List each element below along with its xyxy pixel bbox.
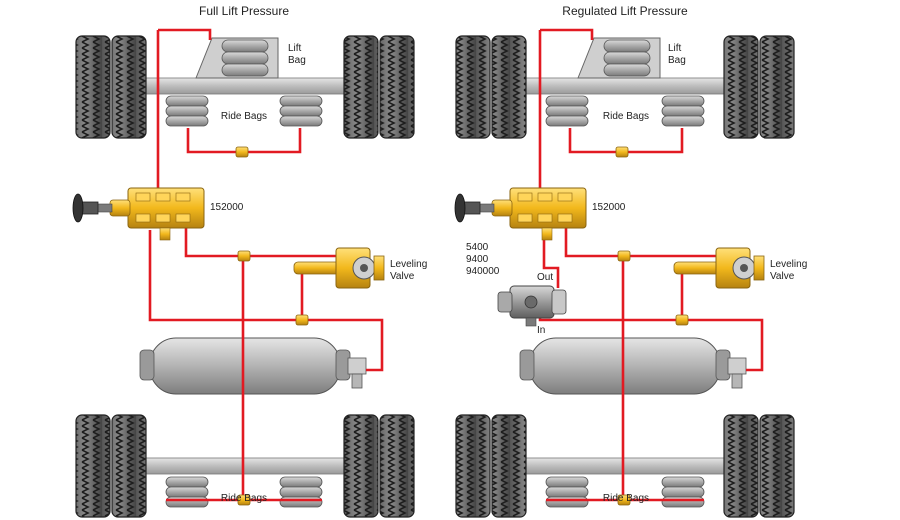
pressure-regulator-icon bbox=[497, 285, 567, 327]
air-tank-icon bbox=[519, 337, 731, 395]
leveling-valve-label: Valve bbox=[390, 271, 415, 282]
tee-fitting-icon bbox=[615, 146, 689, 506]
control-valve-icon bbox=[95, 187, 205, 241]
leveling-valve-label: Valve bbox=[770, 271, 795, 282]
part-number-label: 152000 bbox=[592, 202, 626, 213]
left-panel: Full Lift Pressure Lift Bag Ride Bags 15… bbox=[72, 4, 427, 518]
knob-icon bbox=[454, 193, 481, 223]
in-port-label: In bbox=[537, 325, 545, 336]
leveling-valve-label: Leveling bbox=[390, 259, 427, 270]
tank-fitting-icon bbox=[727, 357, 747, 389]
ride-bag-icon bbox=[545, 95, 705, 127]
part-number-label: 152000 bbox=[210, 202, 244, 213]
tank-fitting-icon bbox=[347, 357, 367, 389]
lift-bag-icon bbox=[603, 39, 651, 77]
panel-title: Full Lift Pressure bbox=[199, 4, 289, 18]
bottom-axle bbox=[139, 457, 351, 475]
regulator-part-number: 940000 bbox=[466, 266, 500, 277]
ride-bags-label: Ride Bags bbox=[221, 493, 267, 504]
top-axle bbox=[139, 77, 351, 95]
ride-bags-label: Ride Bags bbox=[603, 493, 649, 504]
lift-bag-label: Lift bbox=[288, 43, 302, 54]
leveling-valve-icon bbox=[293, 247, 385, 289]
ride-bags-label: Ride Bags bbox=[221, 111, 267, 122]
lift-bag-label: Bag bbox=[668, 55, 686, 66]
tee-fitting-icon bbox=[235, 146, 309, 506]
bottom-axle bbox=[521, 457, 733, 475]
tire-icon bbox=[455, 35, 795, 139]
air-tank-icon bbox=[139, 337, 351, 395]
knob-icon bbox=[72, 193, 99, 223]
lift-bag-label: Lift bbox=[668, 43, 682, 54]
top-axle bbox=[521, 77, 733, 95]
right-panel: Regulated Lift Pressure Lift Bag Ride Ba… bbox=[454, 4, 807, 518]
lift-bag-icon bbox=[221, 39, 269, 77]
leveling-valve-label: Leveling bbox=[770, 259, 807, 270]
control-valve-icon bbox=[477, 187, 587, 241]
panel-title: Regulated Lift Pressure bbox=[562, 4, 688, 18]
ride-bag-icon bbox=[545, 476, 705, 508]
tire-icon bbox=[455, 414, 795, 518]
ride-bags-label: Ride Bags bbox=[603, 111, 649, 122]
regulator-part-number: 5400 bbox=[466, 242, 489, 253]
tire-icon bbox=[75, 35, 415, 139]
regulator-part-number: 9400 bbox=[466, 254, 489, 265]
ride-bag-icon bbox=[165, 95, 323, 127]
leveling-valve-icon bbox=[673, 247, 765, 289]
out-port-label: Out bbox=[537, 272, 553, 283]
tire-icon bbox=[75, 414, 415, 518]
lift-bag-label: Bag bbox=[288, 55, 306, 66]
